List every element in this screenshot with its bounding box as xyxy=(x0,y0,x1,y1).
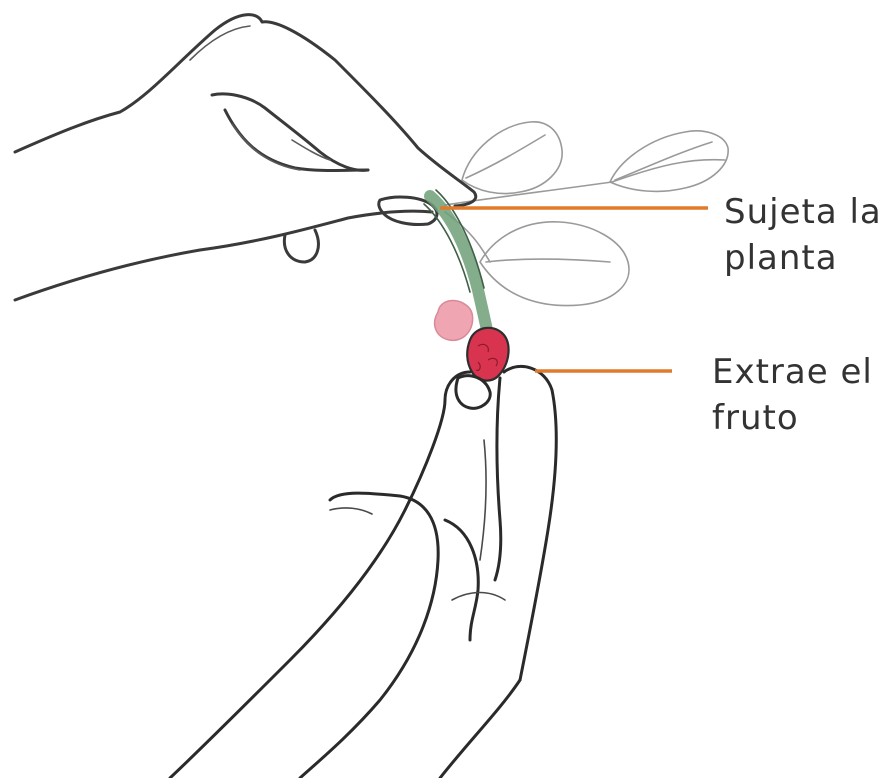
top-hand-back xyxy=(15,211,432,300)
bottom-hand-finger xyxy=(504,366,556,680)
callout-extract-fruit-line1: Extrae el xyxy=(712,349,873,395)
fruit-main xyxy=(467,328,508,381)
leaf-top-vein xyxy=(466,135,545,178)
callout-extract-fruit: Extrae el fruto xyxy=(712,349,873,441)
top-hand-outline xyxy=(15,15,476,206)
top-hand-thumb xyxy=(212,94,368,170)
leaf-top xyxy=(462,122,562,194)
leaf-lower-vein xyxy=(486,259,610,262)
callout-hold-plant-line1: Sujeta la xyxy=(724,189,882,235)
callout-hold-plant: Sujeta la planta xyxy=(724,189,882,281)
top-hand-knuckle xyxy=(225,110,368,171)
bottom-hand xyxy=(170,366,556,778)
top-hand-finger-fold xyxy=(284,230,318,262)
bottom-hand-finger-inner xyxy=(495,378,501,580)
callout-hold-plant-line2: planta xyxy=(724,235,882,281)
top-hand-details xyxy=(190,26,330,170)
top-hand xyxy=(15,15,476,300)
bottom-hand-thumb xyxy=(170,372,470,778)
leaf-right xyxy=(610,131,728,191)
leaves xyxy=(445,122,728,306)
fruit-small xyxy=(435,301,473,341)
bottom-hand-wrist xyxy=(440,680,520,778)
callout-extract-fruit-line2: fruto xyxy=(712,395,873,441)
bottom-hand-index xyxy=(445,520,478,640)
leaf-lower xyxy=(480,222,629,306)
bottom-hand-palm xyxy=(300,493,438,778)
